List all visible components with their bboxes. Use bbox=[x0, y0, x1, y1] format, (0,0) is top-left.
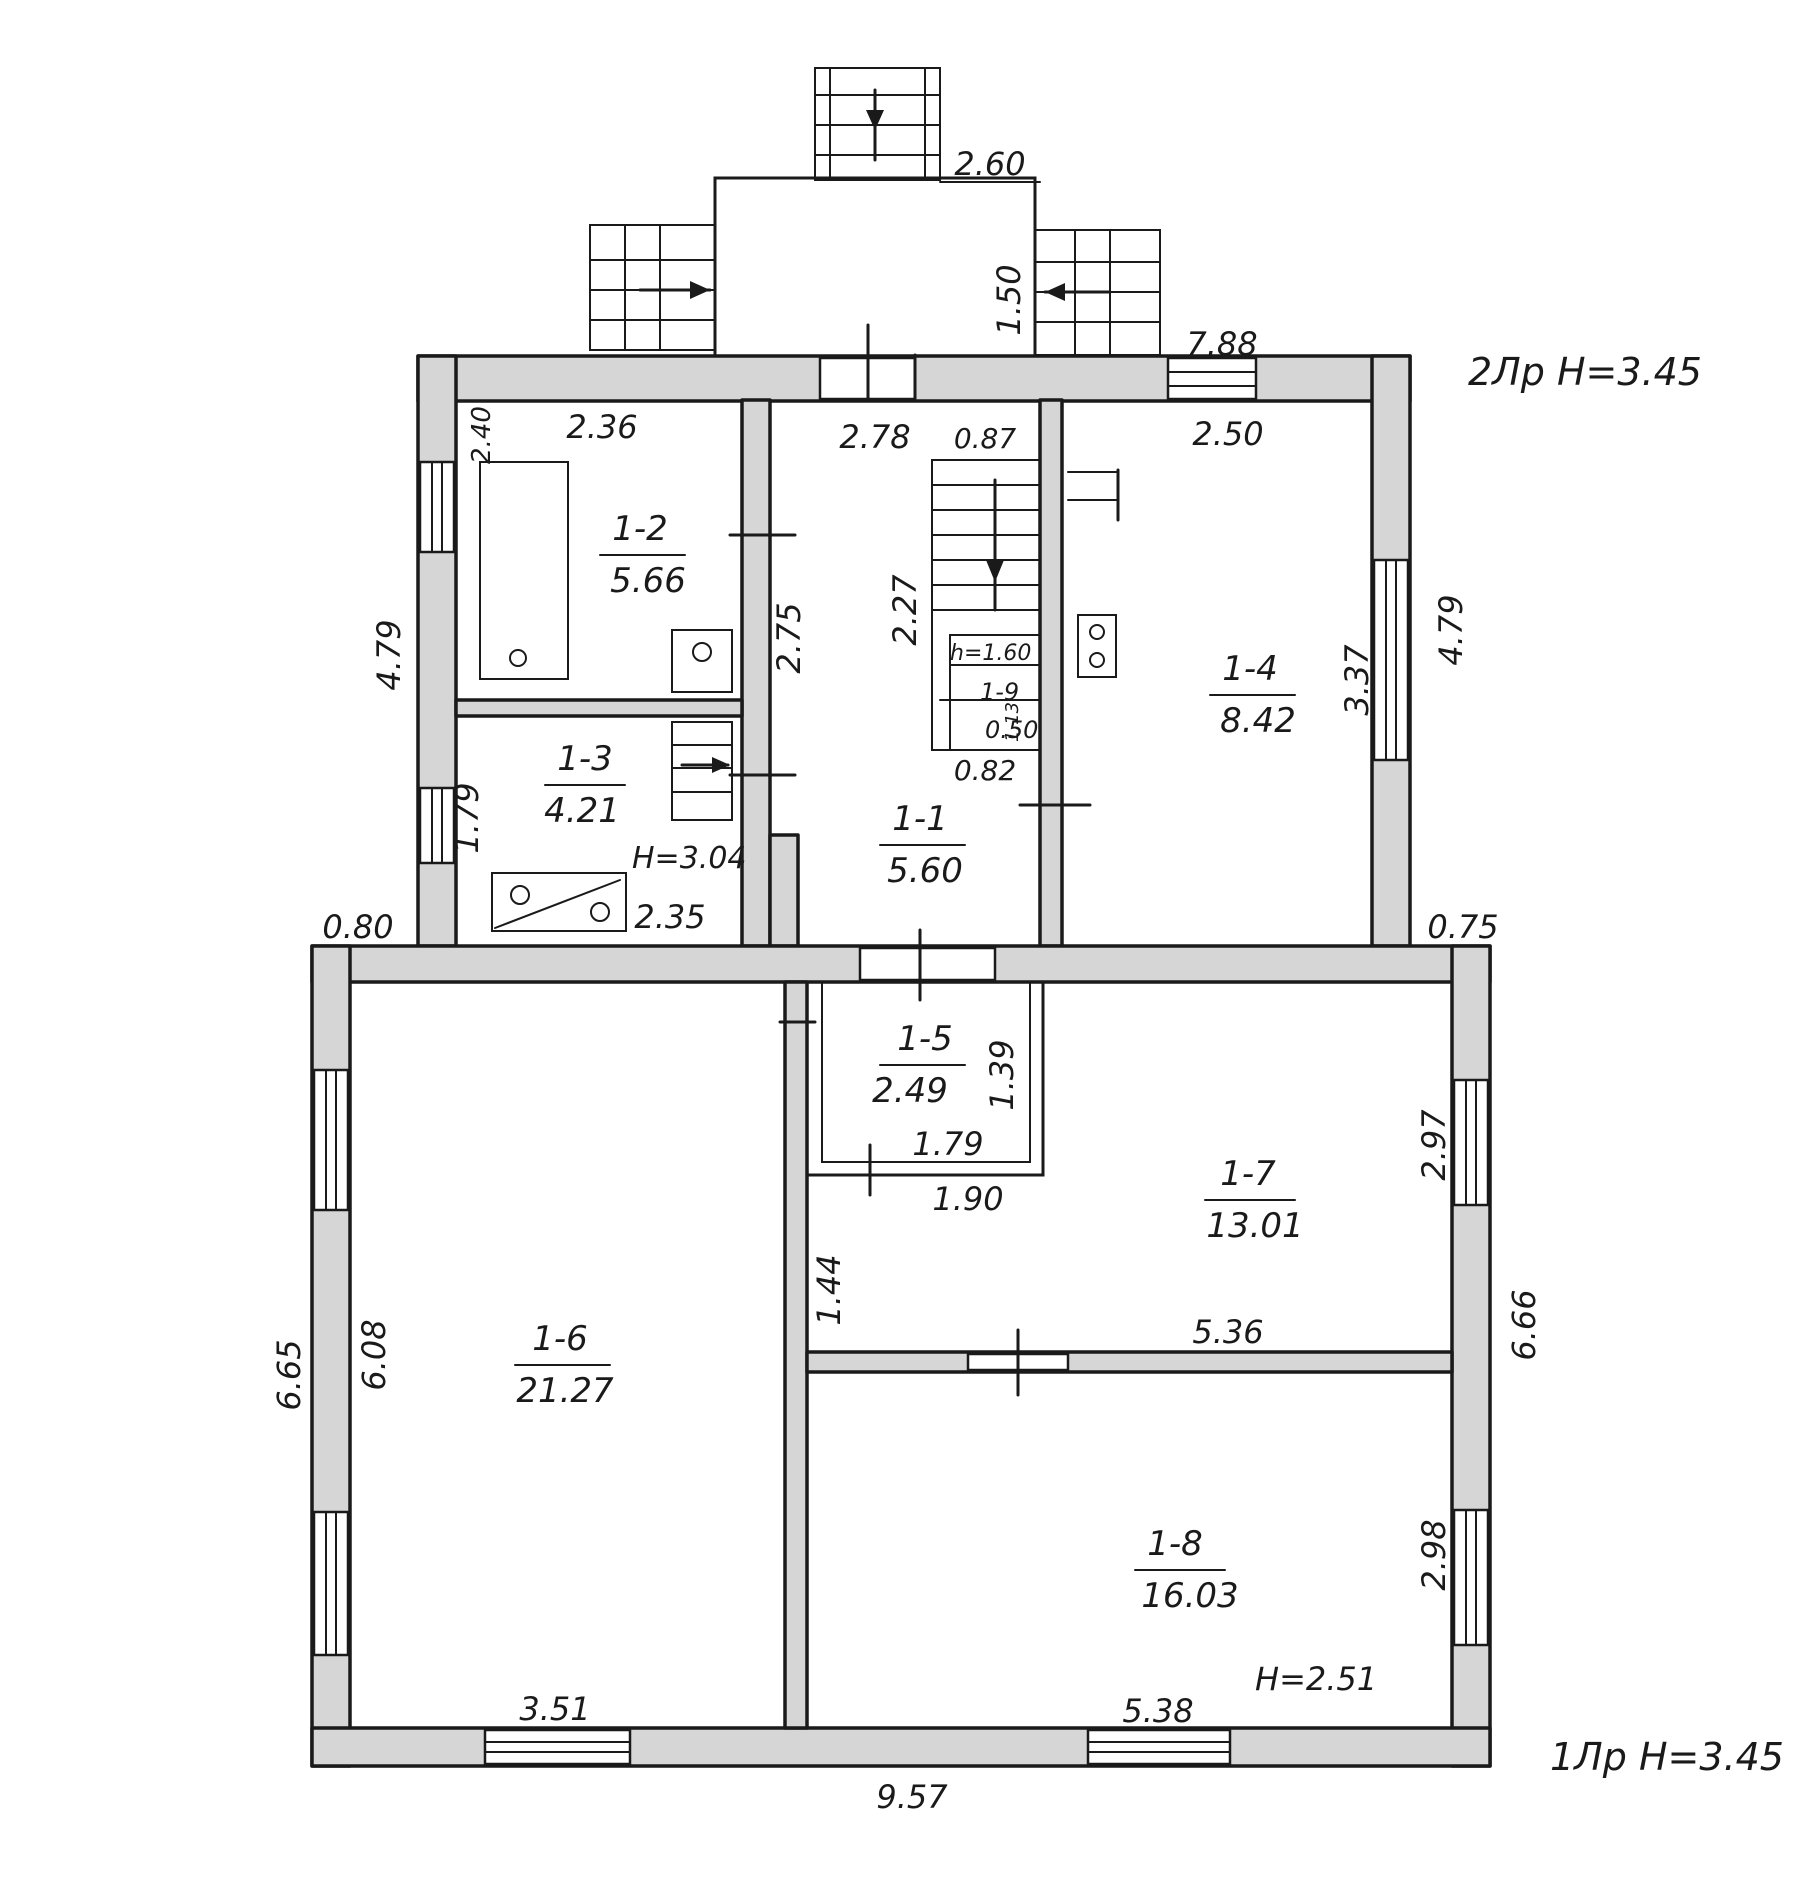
room-id: 1-2 bbox=[612, 509, 668, 549]
room-1-5: 1-5 2.49 bbox=[872, 1019, 966, 1111]
room-area: 8.42 bbox=[1220, 701, 1296, 741]
floor-label-upper: 2Лр Н=3.45 bbox=[1468, 350, 1702, 394]
floor-notes: 2Лр Н=3.45 1Лр Н=3.45 bbox=[1468, 350, 1784, 1779]
dim-label: 2.27 bbox=[886, 574, 924, 646]
dim-label: 2.50 bbox=[1192, 415, 1263, 453]
room-area: 4.21 bbox=[544, 791, 620, 831]
dim-label: 0.82 bbox=[954, 754, 1016, 787]
dim-label: 7.88 bbox=[1186, 325, 1257, 363]
dim-label: 0.87 bbox=[954, 422, 1017, 455]
dim-label: 2.35 bbox=[634, 898, 705, 936]
dimensions: 2.60 1.50 7.88 2.36 2.40 2.78 0.87 2.50 … bbox=[270, 145, 1543, 1816]
dim-label: 1.79 bbox=[448, 782, 486, 853]
dim-label: 2.40 bbox=[467, 406, 497, 464]
room-area: 2.49 bbox=[872, 1071, 948, 1111]
dim-label: 2.60 bbox=[954, 145, 1025, 183]
height-label: Н=3.04 bbox=[632, 841, 747, 876]
dim-label: 3.51 bbox=[519, 1690, 590, 1728]
sink bbox=[671, 629, 733, 693]
dim-label: 0.50 bbox=[985, 716, 1038, 744]
dim-label: 1.44 bbox=[810, 1254, 848, 1325]
lower-openings bbox=[312, 928, 1490, 1766]
dim-label: 2.78 bbox=[839, 418, 910, 456]
dim-label: 1.79 bbox=[912, 1125, 983, 1163]
dim-label: 2.75 bbox=[770, 602, 808, 673]
dim-label: 3.37 bbox=[1338, 644, 1376, 716]
arrow-right-icon bbox=[712, 757, 730, 773]
room-id: 1-8 bbox=[1147, 1524, 1203, 1564]
room-id: 1-3 bbox=[557, 739, 613, 779]
dim-label: 2.97 bbox=[1415, 1109, 1453, 1181]
room-id: 1-1 bbox=[892, 799, 948, 839]
room-1-8: 1-8 16.03 bbox=[1134, 1524, 1239, 1616]
room-labels: 1-2 5.66 1-3 4.21 1-1 5.60 1-4 8.42 1-9 … bbox=[514, 509, 1304, 1616]
dim-label: 6.08 bbox=[355, 1319, 393, 1390]
dim-label: 5.36 bbox=[1192, 1313, 1263, 1351]
room-area: 5.60 bbox=[887, 851, 963, 891]
upper-openings bbox=[418, 323, 1410, 865]
dim-label: 0.75 bbox=[1427, 908, 1498, 946]
floor-label-lower: 1Лр Н=3.45 bbox=[1550, 1735, 1784, 1779]
chimney bbox=[1067, 468, 1120, 522]
interior-stair bbox=[931, 459, 1041, 751]
dim-label: 1.90 bbox=[932, 1180, 1003, 1218]
room-id: 1-4 bbox=[1222, 649, 1278, 689]
room-1-2: 1-2 5.66 bbox=[599, 509, 686, 601]
room-id: 1-6 bbox=[532, 1319, 588, 1359]
bathtub bbox=[479, 461, 569, 680]
dim-label: 4.79 bbox=[1432, 594, 1470, 665]
dim-label: 1.50 bbox=[990, 264, 1028, 335]
room-area: 16.03 bbox=[1141, 1576, 1238, 1616]
dim-label: 6.66 bbox=[1505, 1289, 1543, 1360]
lower-walls bbox=[310, 944, 1492, 1768]
height-label: Н=2.51 bbox=[1255, 1660, 1377, 1698]
arrow-right-icon bbox=[690, 281, 710, 299]
drain-icon bbox=[509, 649, 527, 667]
room-id: 1-5 bbox=[897, 1019, 953, 1059]
dim-label: 9.57 bbox=[876, 1778, 948, 1816]
height-label: 1.13 bbox=[1002, 702, 1023, 742]
room-area: 5.66 bbox=[610, 561, 686, 601]
height-label: h=1.60 bbox=[950, 641, 1031, 666]
room-1-7: 1-7 13.01 bbox=[1204, 1154, 1304, 1246]
room-1-9: 1-9 bbox=[949, 634, 1041, 751]
boiler bbox=[491, 872, 627, 932]
dim-label: 2.98 bbox=[1415, 1519, 1453, 1590]
room-1-6: 1-6 21.27 bbox=[514, 1319, 614, 1411]
arrow-down-icon bbox=[866, 110, 884, 130]
room-area: 21.27 bbox=[516, 1371, 614, 1411]
porch bbox=[713, 176, 1037, 362]
arrow-left-icon bbox=[1045, 283, 1065, 301]
stair-small bbox=[671, 721, 733, 821]
height-notes: Н=3.04 Н=2.51 h=1.60 1.13 bbox=[632, 641, 1377, 1698]
arrow-down-icon bbox=[986, 560, 1004, 582]
dim-label: 1.39 bbox=[983, 1039, 1021, 1110]
entrance-stair-top bbox=[814, 67, 941, 181]
side-stair-right bbox=[1034, 229, 1161, 356]
side-stair-left bbox=[589, 224, 716, 351]
dim-label: 6.65 bbox=[270, 1339, 308, 1410]
room-1-4: 1-4 8.42 bbox=[1209, 649, 1296, 741]
room-1-3: 1-3 4.21 bbox=[544, 739, 626, 831]
room-1-1: 1-1 5.60 bbox=[879, 799, 966, 891]
room-id: 1-7 bbox=[1220, 1154, 1276, 1194]
room-area: 13.01 bbox=[1206, 1206, 1303, 1246]
room-id: 1-9 bbox=[980, 678, 1019, 706]
dim-label: 0.80 bbox=[322, 908, 393, 946]
stove bbox=[1077, 614, 1117, 678]
dim-label: 5.38 bbox=[1122, 1692, 1193, 1730]
dim-label: 4.79 bbox=[370, 619, 408, 690]
dim-label: 2.36 bbox=[566, 408, 637, 446]
